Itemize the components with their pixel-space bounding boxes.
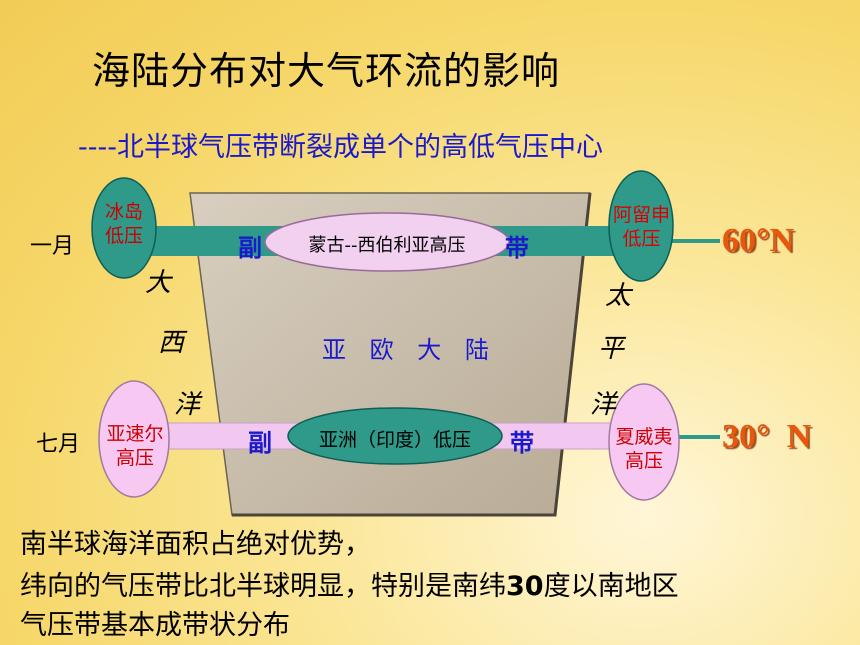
latitude-30n-label: 30° N <box>722 418 812 455</box>
mongolia-siberia-high-ellipse <box>264 212 510 272</box>
january-belt-left-char: 副 <box>238 234 262 262</box>
asia-india-low-label: 亚洲（印度）低压 <box>318 429 471 451</box>
mongolia-siberia-high-label: 蒙古--西伯利亚高压 <box>308 235 466 256</box>
continent-shadow <box>232 192 592 517</box>
iceland-low-circle <box>91 177 157 279</box>
hawaii-high-label: 夏威夷 高压 <box>615 426 673 472</box>
azores-high-label: 亚速尔 高压 <box>106 423 164 469</box>
pacific-char-3: 洋 <box>590 390 617 420</box>
july-belt-left-char: 副 <box>248 429 272 457</box>
atlantic-char-2: 西 <box>158 328 185 358</box>
january-belt-right-char: 带 <box>505 234 529 262</box>
aleutian-low-label: 阿留申 低压 <box>612 204 670 250</box>
july-belt-right-char: 带 <box>510 429 534 457</box>
pacific-char-1: 太 <box>605 281 632 311</box>
atlantic-char-1: 大 <box>145 268 172 298</box>
page-title: 海陆分布对大气环流的影响 <box>92 49 561 93</box>
bottom-text-line-3: 气压带基本成带状分布 <box>20 610 290 641</box>
asia-india-low-ellipse <box>287 407 503 465</box>
atlantic-char-3: 洋 <box>174 390 201 420</box>
july-label: 七月 <box>36 432 81 457</box>
eurasia-label: 亚 欧 大 陆 <box>322 336 497 364</box>
bottom-text-line-2: 纬向的气压带比北半球明显，特别是南纬30度以南地区 <box>20 571 679 602</box>
hawaii-high-circle <box>608 383 680 501</box>
pacific-char-2: 平 <box>598 334 625 364</box>
latitude-60n-label: 60°N <box>722 222 795 259</box>
january-label: 一月 <box>30 234 75 259</box>
iceland-low-label: 冰岛 低压 <box>104 201 143 247</box>
aleutian-low-circle <box>608 170 674 282</box>
azores-high-circle <box>98 380 170 498</box>
page-subtitle: ----北半球气压带断裂成单个的高低气压中心 <box>78 132 603 163</box>
bottom-text-line-1: 南半球海洋面积占绝对优势， <box>20 529 371 560</box>
